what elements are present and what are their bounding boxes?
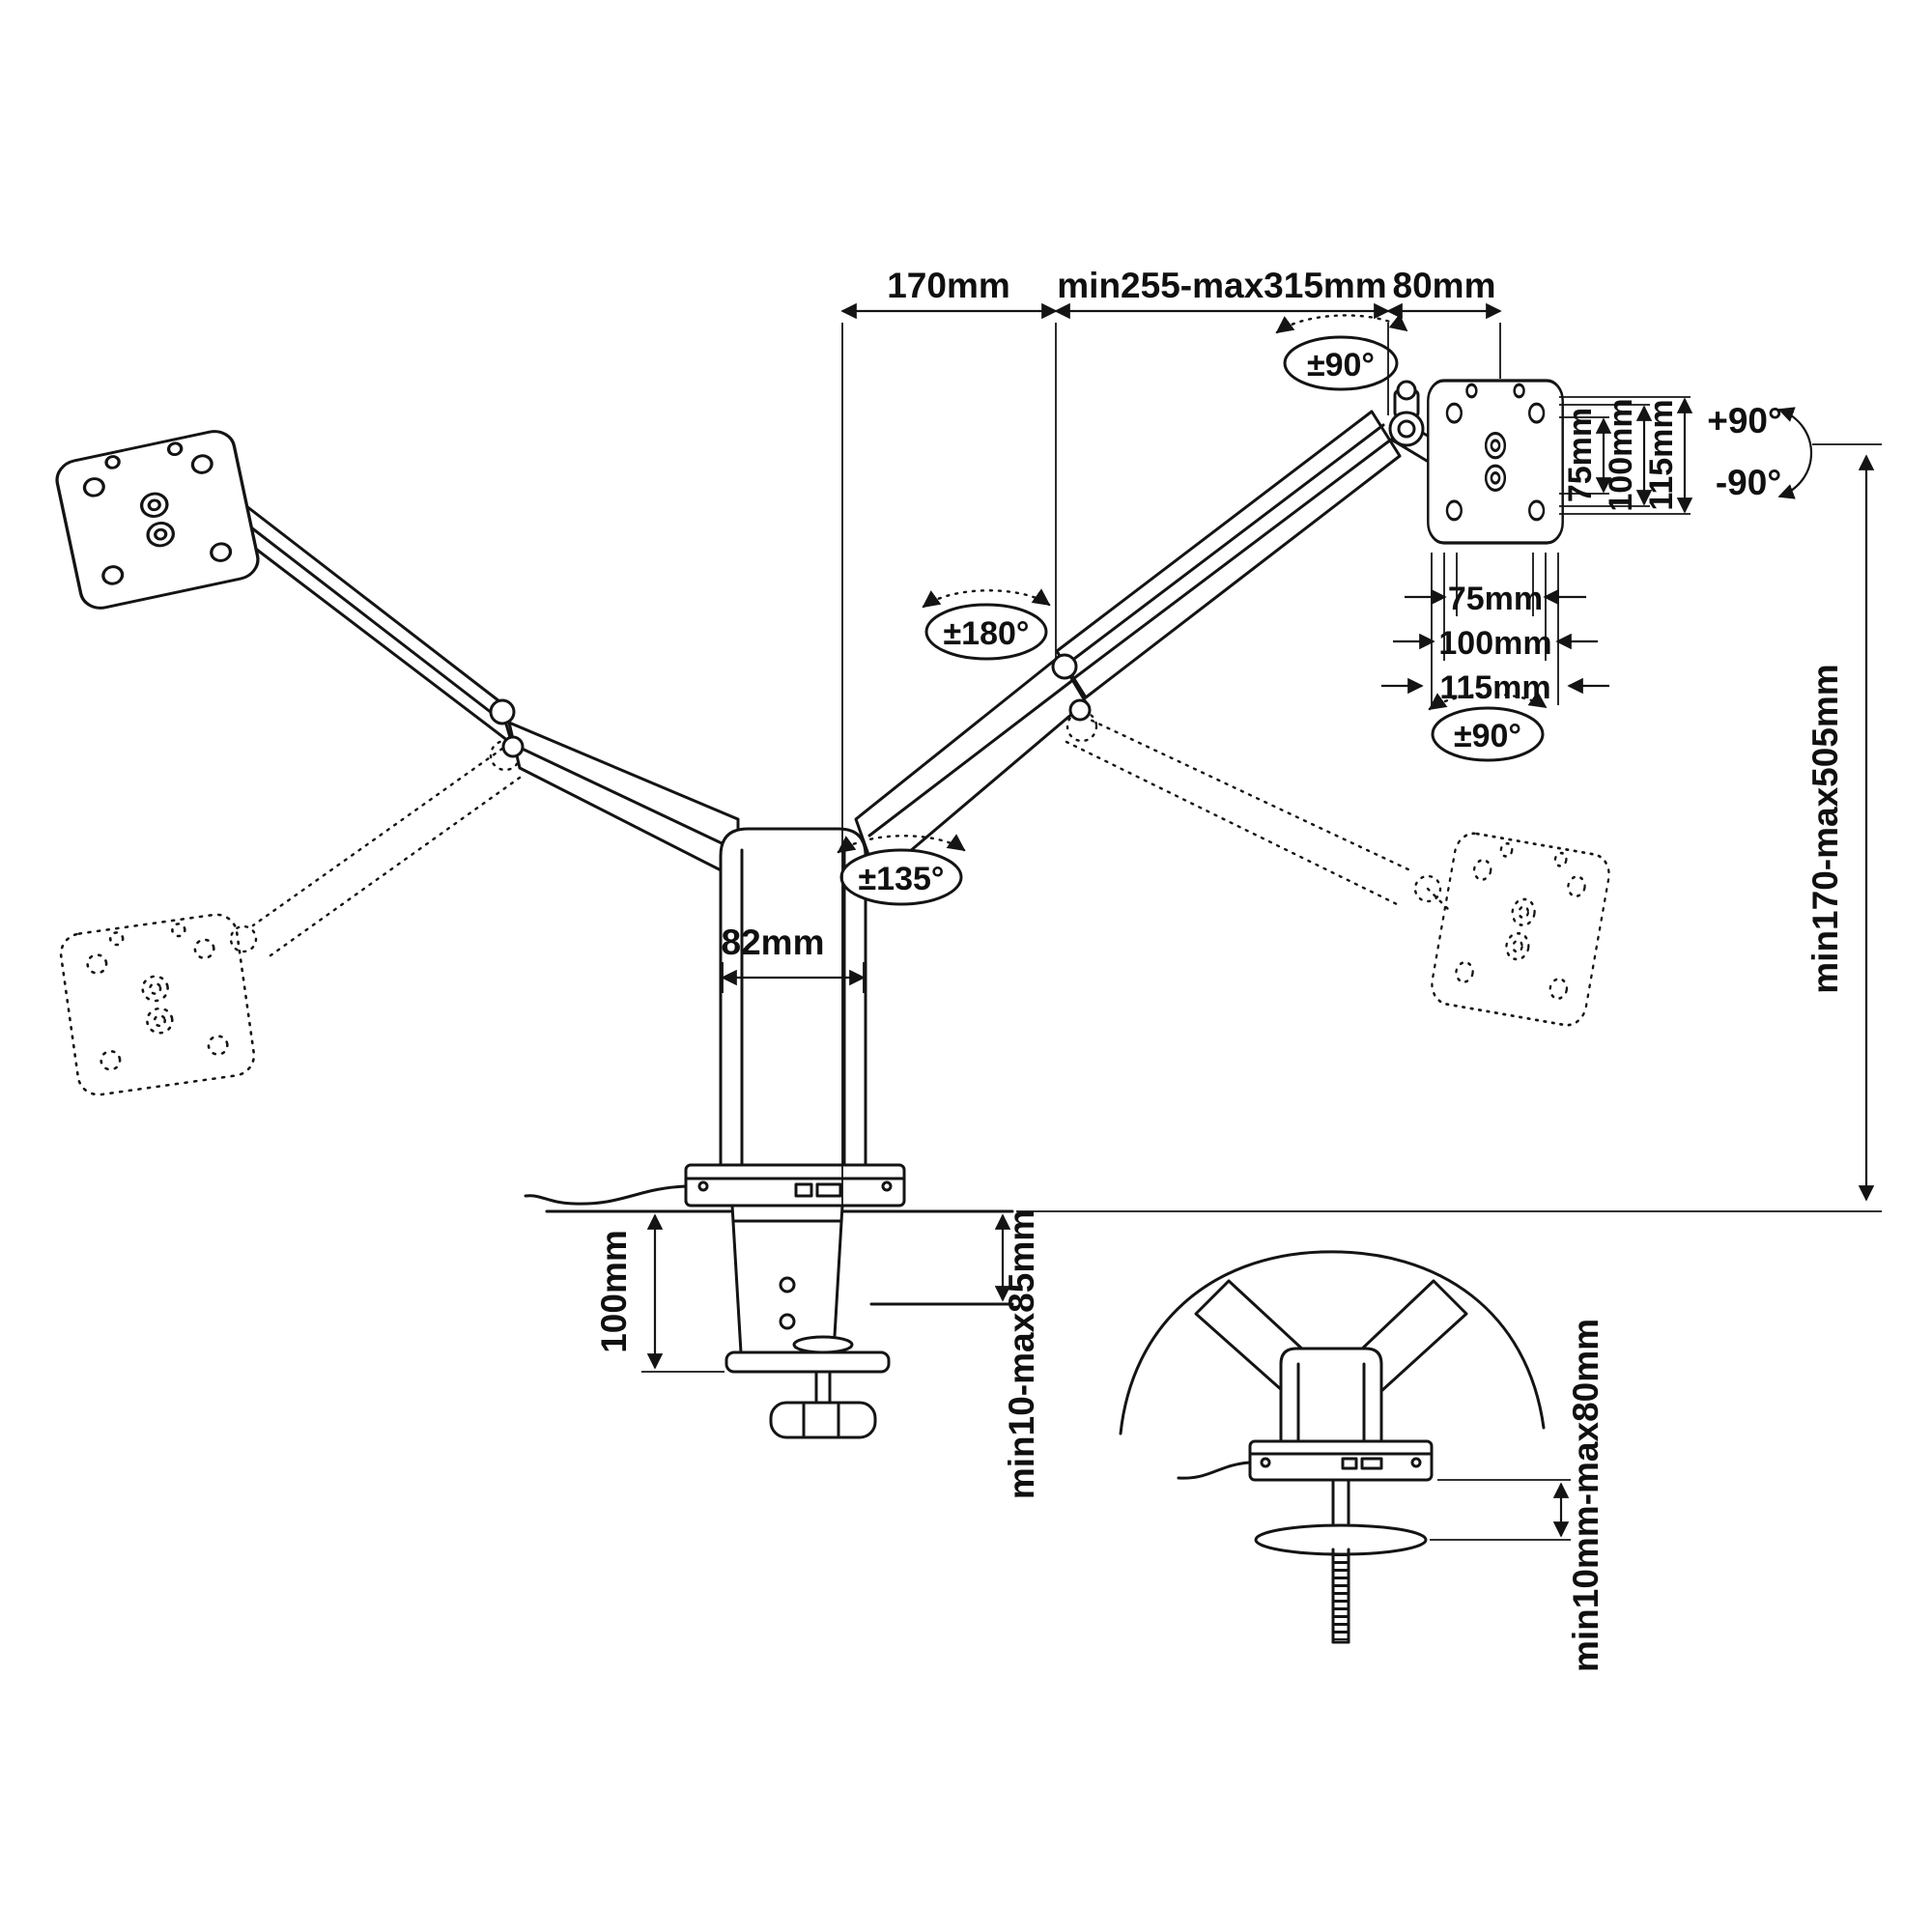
swivel-135-label: ±135° xyxy=(859,861,945,897)
dim-label-170mm: 170mm xyxy=(887,266,1010,305)
right-arm-phantom-position xyxy=(1065,710,1614,1030)
inset-usb-port xyxy=(1341,1457,1358,1470)
inset-base-screw xyxy=(1260,1457,1271,1468)
elbow-joint xyxy=(501,735,525,758)
rotation-indicator-vesa: ±90° xyxy=(1428,691,1548,762)
tilt-plus-label: +90° xyxy=(1707,401,1782,440)
dim-label-desk-range: min10-max85mm xyxy=(1002,1209,1041,1499)
dim-label-grommet-range: min10mm-max80mm xyxy=(1566,1319,1605,1672)
tilt-indicator: +90° -90° xyxy=(1707,401,1812,502)
desk-base xyxy=(524,1163,906,1208)
grommet-mount-inset xyxy=(1119,1250,1546,1644)
dim-label-80mm: 80mm xyxy=(1393,266,1496,305)
vesa-plate-left xyxy=(51,426,264,613)
right-arm-assembly xyxy=(854,379,1565,881)
dim-label-height-range: min170-max505mm xyxy=(1805,664,1845,993)
clamp-knob[interactable] xyxy=(769,1401,877,1439)
arm-contour-line xyxy=(1072,438,1393,680)
arm-contour-line xyxy=(867,677,1076,838)
rotation-badge xyxy=(1431,706,1545,762)
grommet-washer-plate xyxy=(1254,1523,1428,1556)
dim-label-vesa-h-75: 75mm xyxy=(1448,581,1543,617)
tilt-arrow-arc xyxy=(1777,407,1812,499)
phantom-vesa-plate-right xyxy=(1427,829,1614,1030)
elbow-joint xyxy=(1051,653,1078,680)
elbow-joint xyxy=(1068,698,1092,722)
phantom-vesa-plate-left xyxy=(57,910,258,1099)
arm-contour-line xyxy=(245,523,506,724)
rotation-badge xyxy=(839,848,963,906)
head-joint-pin xyxy=(1397,419,1416,439)
clamp-bottom-arm xyxy=(724,1350,891,1374)
vesa-plate-right xyxy=(1426,379,1565,545)
phantom-ball-joint xyxy=(229,924,258,953)
cable xyxy=(524,1184,688,1206)
dim-label-reach: min255-max315mm xyxy=(1057,266,1386,305)
clamp-pressure-pad xyxy=(792,1335,854,1354)
rotation-post-cap xyxy=(1396,380,1417,401)
rotation-badge xyxy=(1283,335,1399,391)
rotation-indicator-top: ±90° xyxy=(1275,313,1408,391)
clamp-screw-hole xyxy=(779,1313,796,1330)
dim-label-vesa-h-115: 115mm xyxy=(1439,669,1550,706)
dim-label-82mm: 82mm xyxy=(722,923,825,962)
left-arm-assembly xyxy=(51,426,740,881)
dimension-annotations: 170mm min255-max315mm 80mm min170-max505… xyxy=(594,266,1882,1672)
clamp-screw-hole xyxy=(779,1276,796,1293)
dim-label-clamp-100mm: 100mm xyxy=(594,1230,634,1353)
tilt-minus-label: -90° xyxy=(1716,463,1781,502)
elbow-joint xyxy=(489,698,516,725)
desk-clamp xyxy=(724,1204,891,1439)
lower-arm-link xyxy=(507,721,740,881)
base-screw xyxy=(881,1180,893,1192)
dim-label-vesa-v-115: 115mm xyxy=(1643,399,1680,510)
phantom-head-joint xyxy=(1413,874,1442,903)
rotation-indicator-135: ±135° xyxy=(837,834,966,906)
phantom-head-link xyxy=(1426,887,1453,914)
dim-label-vesa-h-100: 100mm xyxy=(1438,625,1551,662)
rotation-indicator-180: ±180° xyxy=(922,588,1051,661)
phantom-arm-line xyxy=(1065,740,1399,906)
inset-cable xyxy=(1177,1461,1252,1480)
dim-label-vesa-v-75: 75mm xyxy=(1562,408,1599,502)
rotation-arrow-arc xyxy=(1275,313,1408,334)
phantom-elbow-joint xyxy=(1065,710,1098,743)
phantom-arm-line xyxy=(251,747,504,927)
inset-base-screw xyxy=(1410,1457,1422,1468)
clamp-screw-shaft xyxy=(814,1370,832,1406)
inset-usb-port xyxy=(1360,1457,1383,1470)
arm-contour-line xyxy=(514,744,738,852)
rotation-badge xyxy=(924,603,1048,661)
dim-label-vesa-v-100: 100mm xyxy=(1603,398,1639,511)
lower-arm-link xyxy=(854,655,1088,881)
gas-spring-arm xyxy=(1055,410,1402,699)
rotation-arrow-arc xyxy=(1428,691,1548,711)
arm-contour-line xyxy=(1065,423,1385,667)
rotation-top-label: ±90° xyxy=(1307,347,1375,384)
base-screw xyxy=(697,1180,709,1192)
inset-base-plate xyxy=(1248,1439,1434,1482)
inset-pole xyxy=(1279,1347,1383,1443)
usb-port xyxy=(794,1182,813,1198)
inset-crop-boundary xyxy=(1119,1250,1546,1435)
left-arm-phantom-position xyxy=(57,739,522,1099)
phantom-arm-line xyxy=(265,776,522,960)
vesa-rotation-label: ±90° xyxy=(1454,718,1521,754)
usb-port xyxy=(815,1182,842,1198)
swivel-180-label: ±180° xyxy=(944,615,1030,652)
phantom-arm-line xyxy=(1082,715,1414,873)
